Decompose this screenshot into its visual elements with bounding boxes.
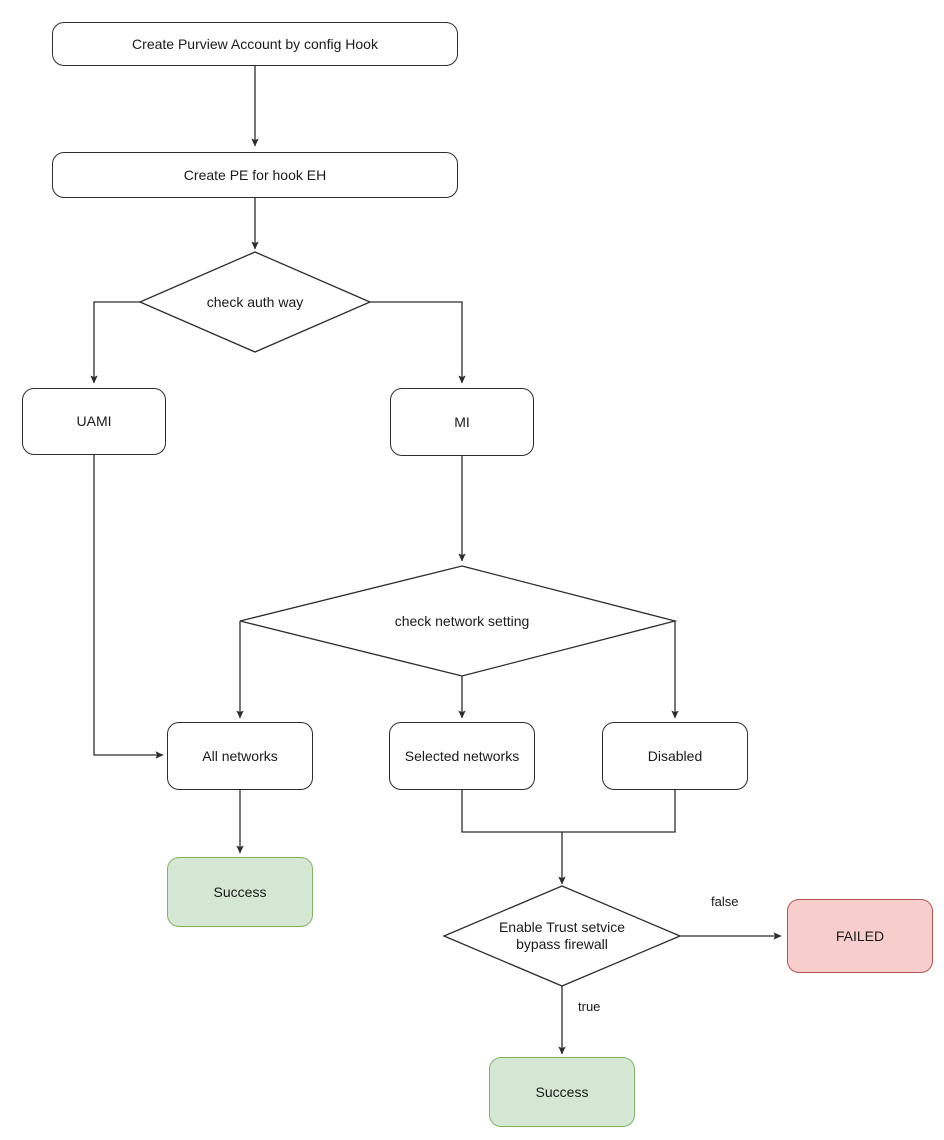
node-disabled[interactable]: Disabled [602,722,748,790]
node-label: Disabled [647,747,703,764]
edge-label-false: false [711,894,738,909]
node-label: Success [535,1083,589,1100]
node-create-purview-account[interactable]: Create Purview Account by config Hook [52,22,458,66]
edge-check-auth-to-mi [370,301,466,384]
edge-uami-to-all-networks [93,455,164,759]
node-mi[interactable]: MI [390,388,534,456]
node-label-line1: Enable Trust setvice [498,919,626,935]
edge-check-auth-to-uami [90,301,140,384]
node-all-networks[interactable]: All networks [167,722,313,790]
edge-merge-selected-disabled [461,790,676,833]
node-label: Create PE for hook EH [183,166,327,183]
node-enable-trust-service-bypass-firewall[interactable]: Enable Trust setvice bypass firewall [474,915,650,957]
node-label: UAMI [76,413,112,429]
node-label: MI [454,413,470,430]
node-failed[interactable]: FAILED [787,899,933,973]
node-success-left[interactable]: Success [167,857,313,927]
node-uami[interactable]: UAMI [22,388,166,455]
edge-label-true: true [578,999,600,1014]
node-label-line2: bypass firewall [516,936,608,952]
diamond-enable-trust-shape [442,885,682,987]
node-create-pe-for-hook-eh[interactable]: Create PE for hook EH [52,152,458,198]
diamond-check-auth-shape [138,251,372,353]
node-check-network-setting[interactable]: check network setting [362,610,562,632]
node-label: All networks [202,747,278,764]
diamond-check-network-shape [239,565,678,677]
node-check-auth-way[interactable]: check auth way [175,291,335,313]
node-label: check network setting [394,612,530,629]
node-label: check auth way [206,293,304,310]
node-label: Create Purview Account by config Hook [132,35,378,52]
edge-label-text: false [711,894,739,909]
node-label: Success [213,883,267,900]
node-success-bottom[interactable]: Success [489,1057,635,1127]
node-selected-networks[interactable]: Selected networks [389,722,535,790]
edge-label-text: true [578,999,601,1014]
node-label: Selected networks [404,747,520,764]
node-label: FAILED [835,927,885,944]
